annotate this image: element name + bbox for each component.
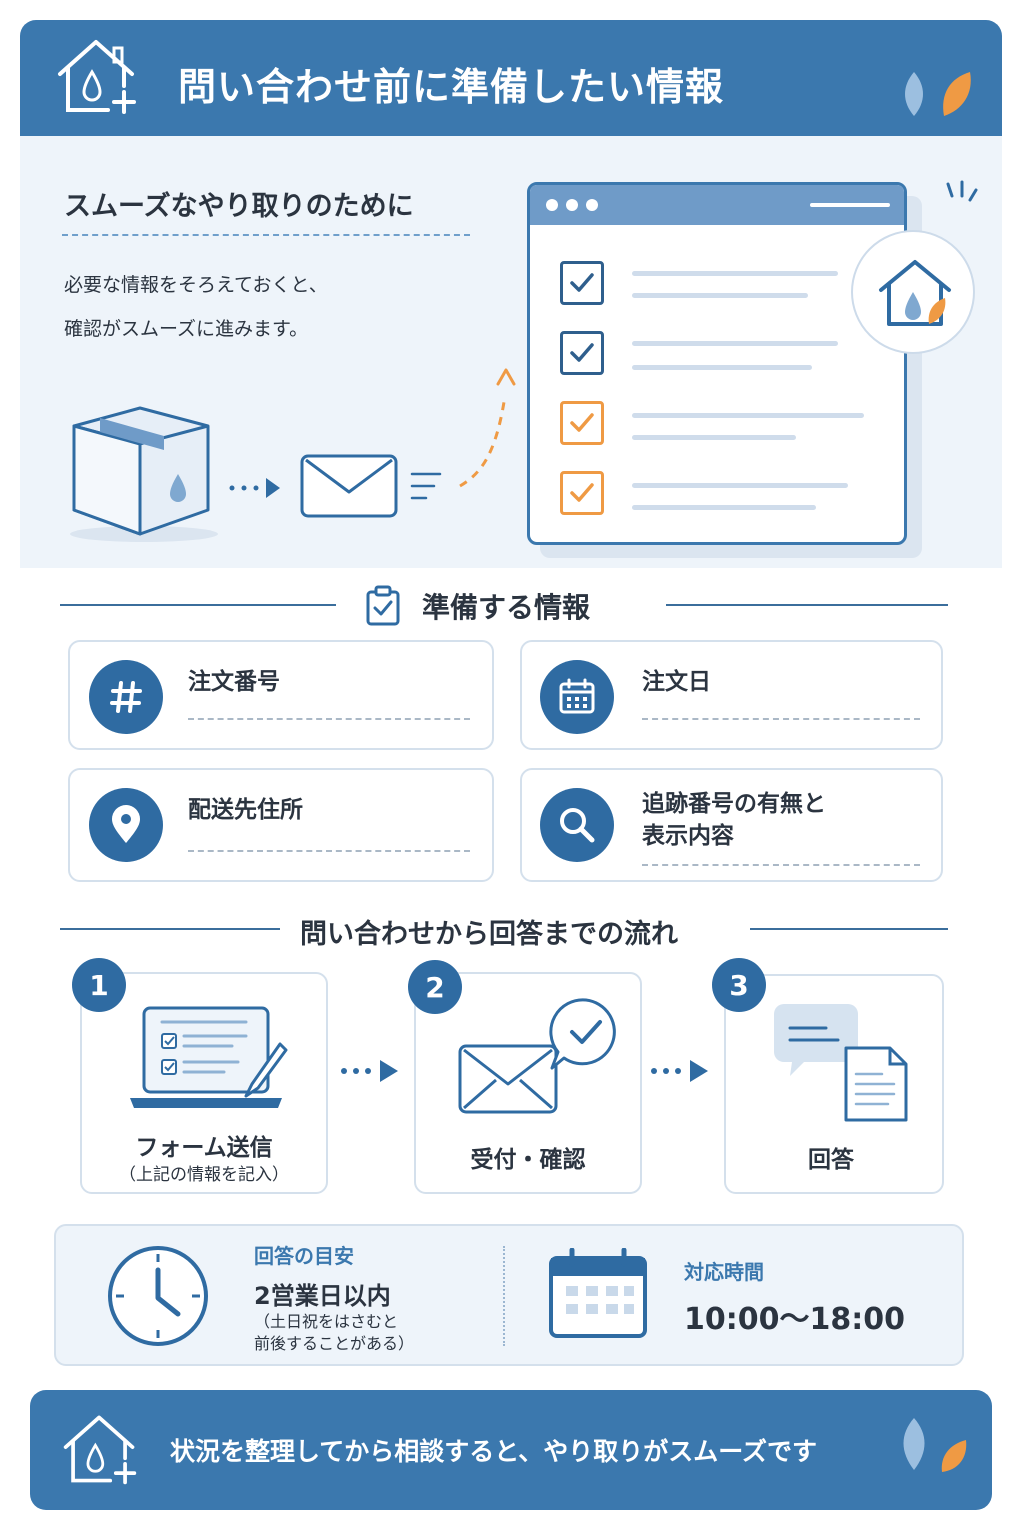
- info-card-order-date: [520, 640, 943, 750]
- info-card-label: 配送先住所: [188, 797, 303, 823]
- step-number: 1: [72, 958, 126, 1012]
- intro-text-line-1: 必要な情報をそろえておくと、: [64, 274, 328, 296]
- intro-heading: スムーズなやり取りのために: [64, 191, 414, 222]
- business-hours-label: 対応時間: [684, 1260, 764, 1284]
- leaf-decoration-icon: [905, 72, 971, 116]
- calendar-icon: [540, 660, 614, 734]
- dotted-arrow-icon: [341, 1060, 398, 1082]
- window-dot: [566, 199, 578, 211]
- laptop-form-icon: [130, 1006, 288, 1108]
- section-divider-left: [60, 928, 280, 930]
- card-divider: [188, 850, 470, 852]
- text-bar: [632, 483, 848, 488]
- sparkle-lines-icon: [946, 180, 978, 202]
- prepare-section-title: 準備する情報: [422, 591, 591, 624]
- window-dot: [546, 199, 558, 211]
- checkbox-icon: [560, 401, 604, 445]
- browser-bar-line: [810, 203, 890, 207]
- arrow-up-icon: [496, 368, 516, 386]
- window-dot: [586, 199, 598, 211]
- response-time-label: 回答の目安: [254, 1244, 354, 1268]
- text-bar: [632, 365, 812, 370]
- flow-section-title: 問い合わせから回答までの流れ: [300, 919, 678, 950]
- envelope-check-icon: [458, 998, 616, 1114]
- location-pin-icon: [89, 788, 163, 862]
- house-drop-plus-icon: [58, 40, 136, 114]
- calendar-icon: [549, 1248, 647, 1338]
- leaf-decoration-icon: [903, 1418, 967, 1472]
- house-badge: [851, 230, 975, 354]
- intro-text-line-2: 確認がスムーズに進みます。: [64, 318, 309, 340]
- card-divider: [642, 718, 920, 720]
- info-card-label: 追跡番号の有無と: [642, 791, 826, 817]
- info-card-label: 表示内容: [642, 823, 734, 849]
- info-card-label: 注文日: [642, 669, 711, 695]
- text-bar: [632, 505, 816, 510]
- house-drop-icon: [879, 260, 951, 326]
- footer-banner: [30, 1390, 992, 1510]
- checkbox-icon: [560, 261, 604, 305]
- hash-icon: [89, 660, 163, 734]
- business-hours-value: 10:00～18:00: [684, 1302, 905, 1337]
- browser-checklist-illustration: [527, 182, 907, 545]
- section-divider-left: [60, 604, 336, 606]
- step-number: 3: [712, 958, 766, 1012]
- clipboard-check-icon: [366, 585, 400, 626]
- response-time-value: 2営業日以内: [254, 1282, 391, 1310]
- clock-icon: [108, 1246, 208, 1346]
- card-divider: [188, 718, 470, 720]
- section-divider-right: [666, 604, 948, 606]
- response-time-note: 前後することがある）: [254, 1334, 415, 1353]
- page-title: 問い合わせ前に準備したい情報: [178, 65, 725, 109]
- flow-step-label: フォーム送信: [135, 1135, 273, 1161]
- text-bar: [632, 271, 838, 276]
- intro-divider: [62, 234, 470, 236]
- section-divider-right: [750, 928, 948, 930]
- checkbox-icon: [560, 471, 604, 515]
- text-bar: [632, 341, 838, 346]
- info-card-label: 注文番号: [188, 669, 280, 695]
- house-drop-plus-icon: [63, 1415, 137, 1485]
- chat-document-icon: [774, 1004, 908, 1122]
- response-time-note: （土日祝をはさむと: [254, 1312, 399, 1331]
- text-bar: [632, 293, 808, 298]
- step-number: 2: [408, 960, 462, 1014]
- flow-step-label: 回答: [808, 1147, 854, 1173]
- panel-divider: [503, 1246, 505, 1346]
- flow-step-label: 受付・確認: [470, 1147, 586, 1173]
- flow-step-note: （上記の情報を記入）: [119, 1165, 289, 1185]
- package-to-email-illustration: [70, 398, 507, 542]
- checkbox-icon: [560, 331, 604, 375]
- header-banner: [20, 20, 1002, 136]
- dotted-arrow-icon: [651, 1060, 708, 1082]
- footer-message: 状況を整理してから相談すると、やり取りがスムーズです: [170, 1437, 818, 1466]
- card-divider: [642, 864, 920, 866]
- text-bar: [632, 435, 796, 440]
- search-icon: [540, 788, 614, 862]
- text-bar: [632, 413, 864, 418]
